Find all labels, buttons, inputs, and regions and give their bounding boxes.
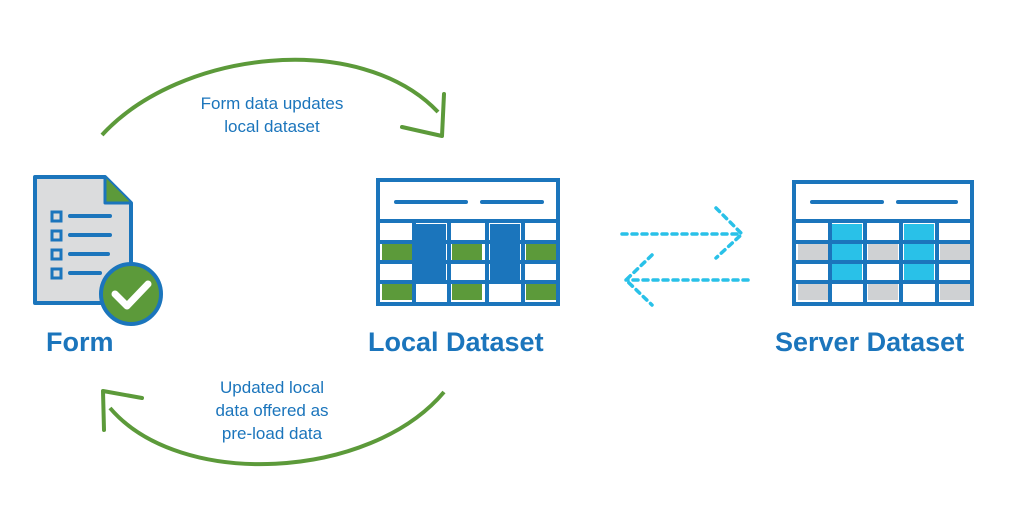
local-dataset-table-icon [376, 178, 560, 306]
server-dataset-label: Server Dataset [775, 327, 965, 357]
bottom-cycle-arrow [101, 389, 446, 467]
top-cycle-arrow [100, 57, 446, 138]
sync-arrows [620, 206, 750, 307]
bottom-edge-note-line: pre-load data [221, 424, 323, 443]
bottom-edge-note-line: Updated local [220, 378, 324, 397]
top-edge-note-line: local dataset [224, 117, 320, 136]
top-edge-note: Form data updates local dataset [152, 92, 392, 138]
bottom-edge-note: Updated local data offered as pre-load d… [152, 376, 392, 445]
bottom-edge-note-line: data offered as [215, 401, 329, 420]
server-dataset-table-icon [792, 180, 974, 306]
top-edge-note-line: Form data updates [200, 94, 344, 113]
local-dataset-label: Local Dataset [368, 327, 544, 357]
check-badge-icon [99, 262, 163, 326]
form-document-icon [33, 175, 163, 326]
form-label: Form [46, 327, 114, 357]
